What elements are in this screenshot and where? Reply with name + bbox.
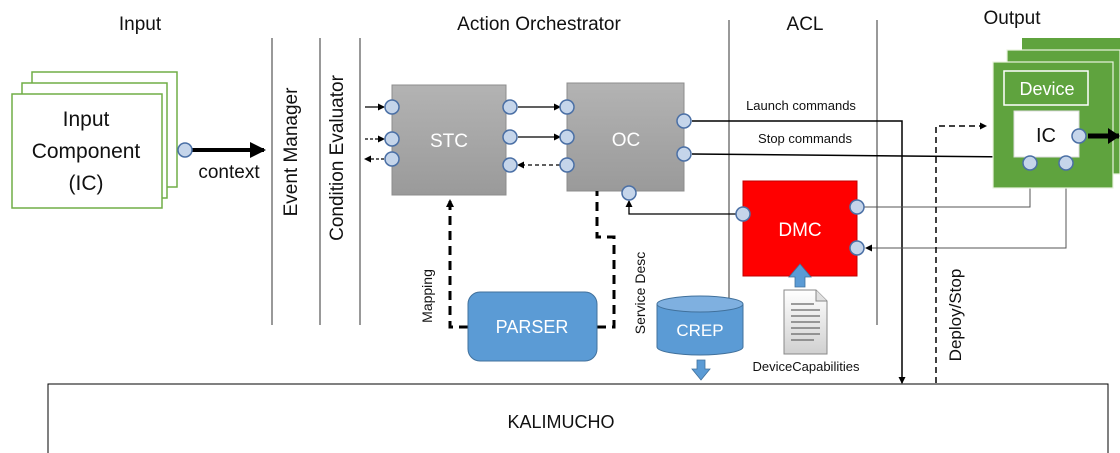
port-icon: [849, 199, 865, 215]
parser-box: [467, 291, 598, 362]
mapping-label: Mapping: [419, 269, 435, 323]
port-icon: [735, 206, 751, 222]
device-to-dmc-line: [865, 170, 1067, 252]
oc-label: OC: [612, 130, 641, 151]
port-icon: [384, 151, 400, 167]
parser-label: PARSER: [496, 317, 569, 337]
down-arrow-icon: [691, 359, 711, 381]
crep-database-icon: [656, 295, 744, 356]
section-title-output: Output: [983, 8, 1041, 29]
launch-commands-label: Launch commands: [746, 98, 856, 113]
device-title-frame: [1003, 70, 1089, 106]
port-icon: [559, 157, 575, 173]
port-icon: [621, 185, 637, 201]
device-capabilities-label: DeviceCapabilities: [753, 359, 860, 374]
kalimucho-label: KALIMUCHO: [507, 412, 614, 432]
port-icon: [384, 99, 400, 115]
port-icon: [502, 99, 518, 115]
input-component-label-line1: Input: [63, 108, 110, 131]
dmc-to-oc-line: [625, 200, 736, 215]
service-desc-label: Service Desc: [632, 252, 648, 334]
section-title-action-orchestrator: Action Orchestrator: [457, 14, 621, 35]
port-icon: [1071, 128, 1087, 144]
port-icon: [384, 131, 400, 147]
port-icon: [559, 99, 575, 115]
port-icon: [1058, 155, 1074, 171]
port-icon: [502, 129, 518, 145]
deploy-stop-label: Deploy/Stop: [946, 269, 965, 362]
port-icon: [849, 240, 865, 256]
device-ic-label: IC: [1036, 125, 1056, 147]
event-manager-label: Event Manager: [281, 87, 302, 217]
input-component-stack: Input Component (IC): [11, 71, 178, 209]
stc-label: STC: [430, 131, 468, 152]
port-icon: [676, 146, 692, 162]
dmc-box: [742, 180, 858, 277]
document-icon: [783, 289, 828, 355]
crep-label: CREP: [676, 321, 723, 340]
section-title-input: Input: [119, 14, 162, 35]
port-icon: [559, 129, 575, 145]
input-component-label-line3: (IC): [69, 172, 104, 195]
mapping-dashed-arrow: [446, 199, 468, 329]
dmc-label: DMC: [778, 220, 821, 241]
device-stack: Device IC: [992, 38, 1120, 189]
context-label: context: [198, 162, 260, 183]
launch-commands-line: [692, 120, 906, 384]
port-icon: [676, 113, 692, 129]
condition-evaluator-label: Condition Evaluator: [327, 74, 348, 240]
device-label: Device: [1019, 79, 1074, 99]
stc-box: [391, 84, 507, 196]
input-component-box: [11, 93, 163, 209]
ports: [384, 99, 1087, 256]
section-title-acl: ACL: [787, 14, 824, 35]
stop-commands-label: Stop commands: [758, 131, 852, 146]
port-icon: [1022, 155, 1038, 171]
oc-box: [566, 82, 685, 192]
up-arrow-icon: [788, 263, 812, 288]
deploy-stop-dashed-arrow: [935, 122, 987, 383]
port-icon: [502, 157, 518, 173]
input-component-label-line2: Component: [32, 140, 141, 163]
port-icon: [177, 142, 193, 158]
device-output-arrowhead: [1108, 128, 1120, 144]
kalimucho-box: [47, 383, 1109, 453]
service-desc-dashed-line: [595, 191, 616, 329]
